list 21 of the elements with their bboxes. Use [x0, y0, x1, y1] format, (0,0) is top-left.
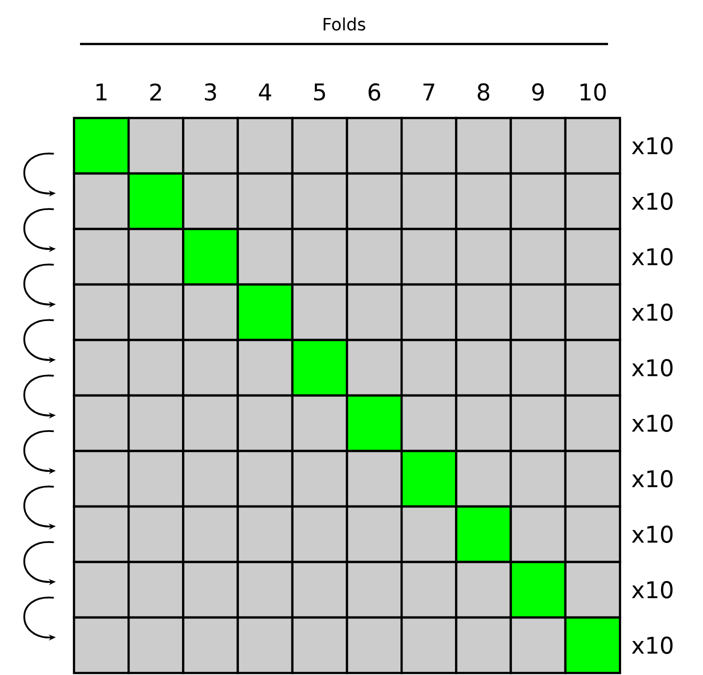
grid-row	[72, 172, 622, 230]
axis-title: Folds	[324, 17, 366, 31]
grid-row	[72, 338, 622, 397]
row-count-label: x10	[632, 581, 673, 598]
grid-row	[72, 283, 622, 342]
row-count-label: x10	[632, 192, 673, 210]
grid-row	[72, 228, 622, 286]
grid-row	[72, 116, 622, 175]
row-count-label: x10	[632, 359, 673, 376]
grid-row	[72, 394, 622, 452]
grid-row	[72, 560, 622, 619]
grid-row	[72, 450, 622, 508]
row-count-label: x10	[632, 414, 673, 432]
grid-row	[72, 505, 622, 564]
row-count-label: x10	[632, 636, 673, 654]
grid-row	[72, 616, 622, 674]
row-count-label: x10	[632, 526, 673, 543]
row-count-label: x10	[632, 470, 673, 488]
row-count-label: x10	[632, 137, 673, 154]
row-count-label: x10	[632, 304, 673, 321]
row-count-label: x10	[632, 248, 673, 266]
